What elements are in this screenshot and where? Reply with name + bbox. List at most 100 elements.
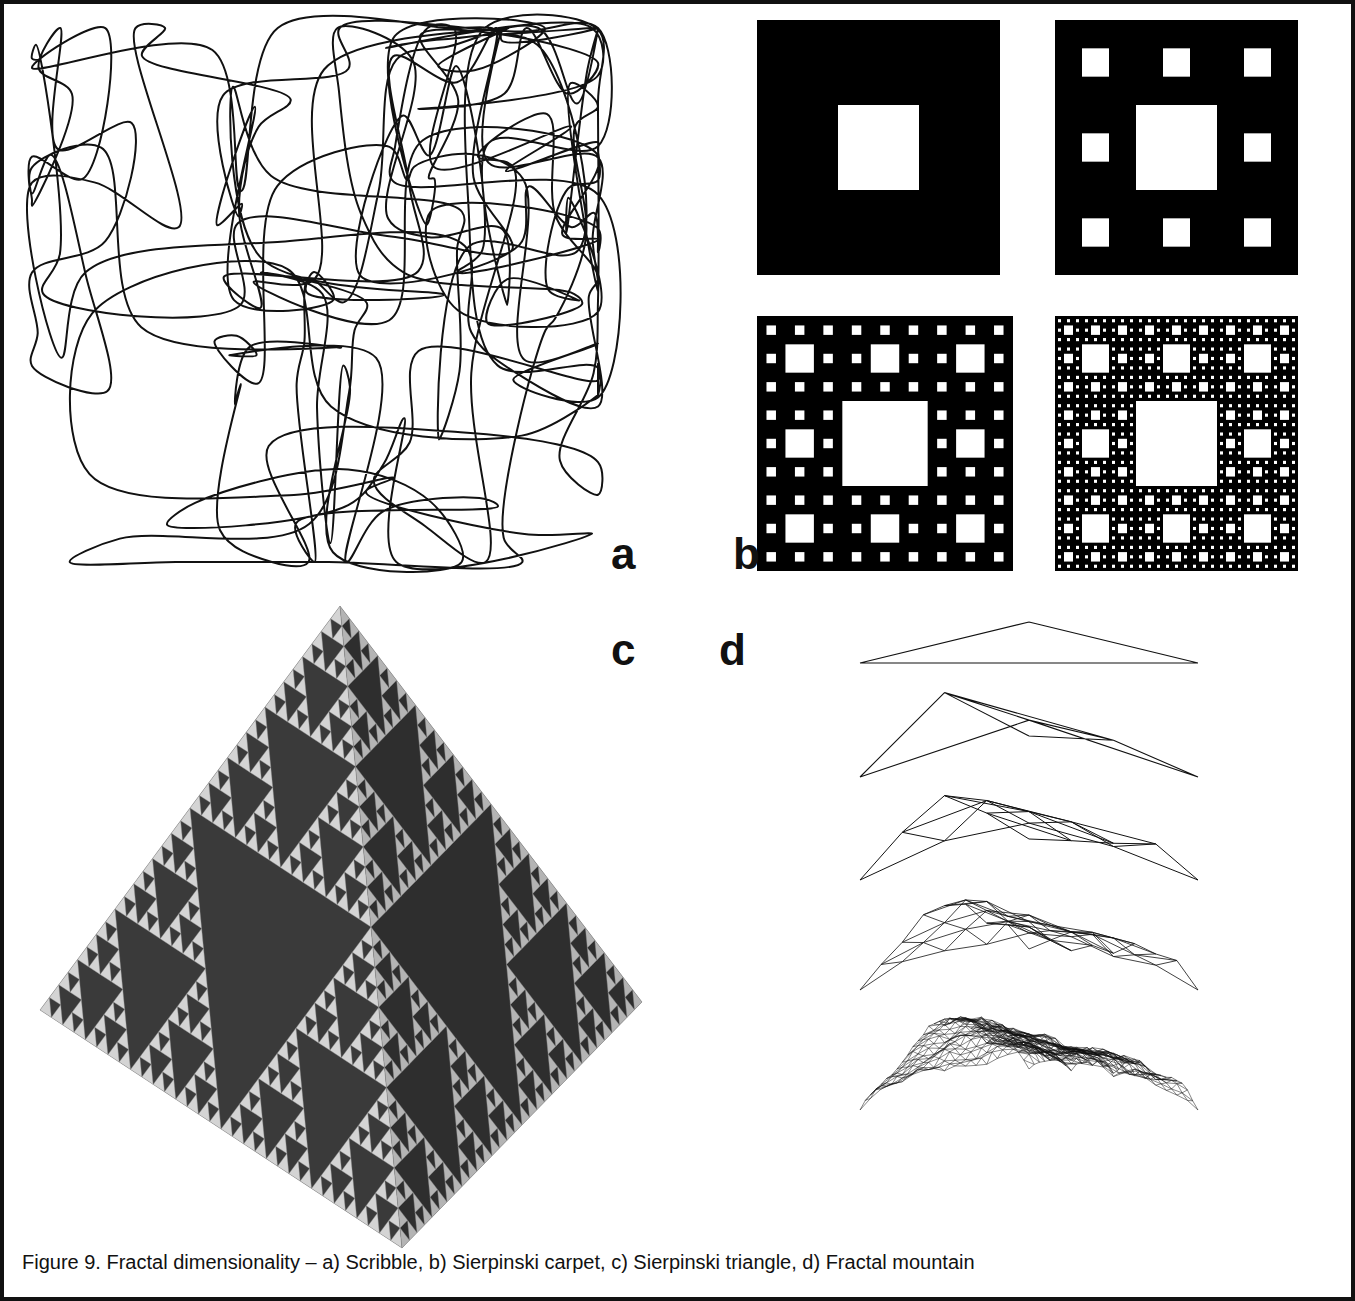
carpet-hole: [1211, 565, 1214, 568]
carpet-hole: [1220, 470, 1223, 473]
carpet-hole: [1226, 439, 1235, 448]
carpet-hole: [1193, 329, 1196, 332]
carpet-hole: [1244, 514, 1271, 542]
carpet-hole: [823, 410, 832, 419]
tetra-cell: [293, 657, 304, 677]
tetra-cell: [403, 828, 412, 848]
carpet-hole: [1139, 527, 1142, 530]
tetra-cell: [369, 907, 378, 927]
carpet-hole: [1118, 467, 1127, 476]
carpet-hole: [994, 354, 1003, 363]
carpet-hole: [1193, 517, 1196, 520]
tetra-cell: [126, 904, 137, 924]
carpet-hole: [852, 495, 861, 504]
carpet-hole: [1118, 325, 1127, 334]
carpet-hole: [1229, 376, 1232, 379]
carpet-hole: [1220, 366, 1223, 369]
tetra-cell: [508, 985, 517, 1005]
carpet-hole: [1076, 423, 1079, 426]
carpet-hole: [1130, 319, 1133, 322]
carpet-hole: [1112, 499, 1115, 502]
tetra-cell: [572, 963, 581, 983]
tetra-cell: [455, 775, 464, 795]
carpet-hole: [1145, 495, 1154, 504]
tetra-cell: [514, 1045, 523, 1065]
carpet-hole: [1253, 495, 1262, 504]
tetra-cell: [342, 1158, 353, 1178]
carpet-hole: [1064, 325, 1073, 334]
tetra-cell: [289, 1048, 300, 1068]
carpet-hole: [1112, 432, 1115, 435]
carpet-hole: [1244, 218, 1271, 246]
carpet-hole: [1211, 546, 1214, 549]
tetra-cell: [281, 855, 292, 875]
carpet-hole: [1193, 546, 1196, 549]
carpet-hole: [1112, 565, 1115, 568]
carpet-hole: [1094, 395, 1097, 398]
tetra-cell: [400, 1052, 409, 1072]
tetra-cell: [392, 1060, 401, 1080]
carpet-hole: [1202, 508, 1205, 511]
tetra-cell: [447, 1026, 456, 1046]
carpet-hole: [1211, 555, 1214, 558]
carpet-hole: [1193, 366, 1196, 369]
carpet-hole: [1229, 536, 1232, 539]
carpet-hole: [937, 524, 946, 533]
carpet-hole: [1103, 461, 1106, 464]
tetra-cell: [352, 940, 363, 960]
carpet-hole: [1265, 508, 1268, 511]
carpet-hole: [1238, 366, 1241, 369]
carpet-hole: [1184, 385, 1187, 388]
carpet-hole: [766, 495, 775, 504]
tetra-cell: [400, 1140, 409, 1160]
carpet-hole: [1058, 338, 1061, 341]
carpet-hole: [1130, 489, 1133, 492]
carpet-hole: [1229, 508, 1232, 511]
carpet-hole: [1175, 338, 1178, 341]
carpet-hole: [909, 524, 918, 533]
carpet-hole: [1274, 319, 1277, 322]
carpet-hole: [1238, 329, 1241, 332]
carpet-hole: [1121, 508, 1124, 511]
tetra-cell: [221, 1116, 232, 1136]
tetra-cell: [74, 1020, 85, 1040]
carpet-hole: [1112, 376, 1115, 379]
tetra-cell: [422, 1029, 431, 1049]
carpet-hole: [1253, 552, 1262, 561]
tetra-cell: [289, 1161, 300, 1181]
carpet-hole: [795, 382, 804, 391]
carpet-hole: [1283, 319, 1286, 322]
carpet-hole: [1274, 357, 1277, 360]
tetra-cell: [531, 874, 540, 894]
carpet-hole: [1103, 499, 1106, 502]
carpet-hole: [1145, 354, 1154, 363]
tetra-cell: [315, 990, 326, 1010]
panel-letter: a: [611, 532, 635, 576]
tetra-cell: [373, 859, 382, 879]
carpet-hole: [1220, 385, 1223, 388]
carpet-hole: [766, 354, 775, 363]
carpet-hole: [1085, 499, 1088, 502]
tetra-cell: [429, 758, 438, 778]
carpet-hole: [1103, 555, 1106, 558]
carpet-hole: [1094, 565, 1097, 568]
carpet-hole: [1253, 467, 1262, 476]
carpet-hole: [1202, 319, 1205, 322]
carpet-hole: [1274, 442, 1277, 445]
carpet-hole: [956, 514, 984, 542]
carpet-hole: [937, 467, 946, 476]
carpet-hole: [1130, 536, 1133, 539]
tetra-cell: [444, 742, 453, 762]
tetra-cell: [467, 807, 476, 827]
tetra-cell: [324, 978, 335, 998]
carpet-hole: [1112, 338, 1115, 341]
carpet-hole: [1292, 423, 1295, 426]
tetra-cell: [533, 1070, 542, 1090]
carpet-hole: [871, 514, 899, 542]
tetra-cell: [524, 1057, 533, 1077]
carpet-hole: [1292, 319, 1295, 322]
tetra-cell: [250, 760, 261, 780]
carpet-hole: [1112, 385, 1115, 388]
carpet-hole: [966, 325, 975, 334]
carpet-hole: [1193, 338, 1196, 341]
